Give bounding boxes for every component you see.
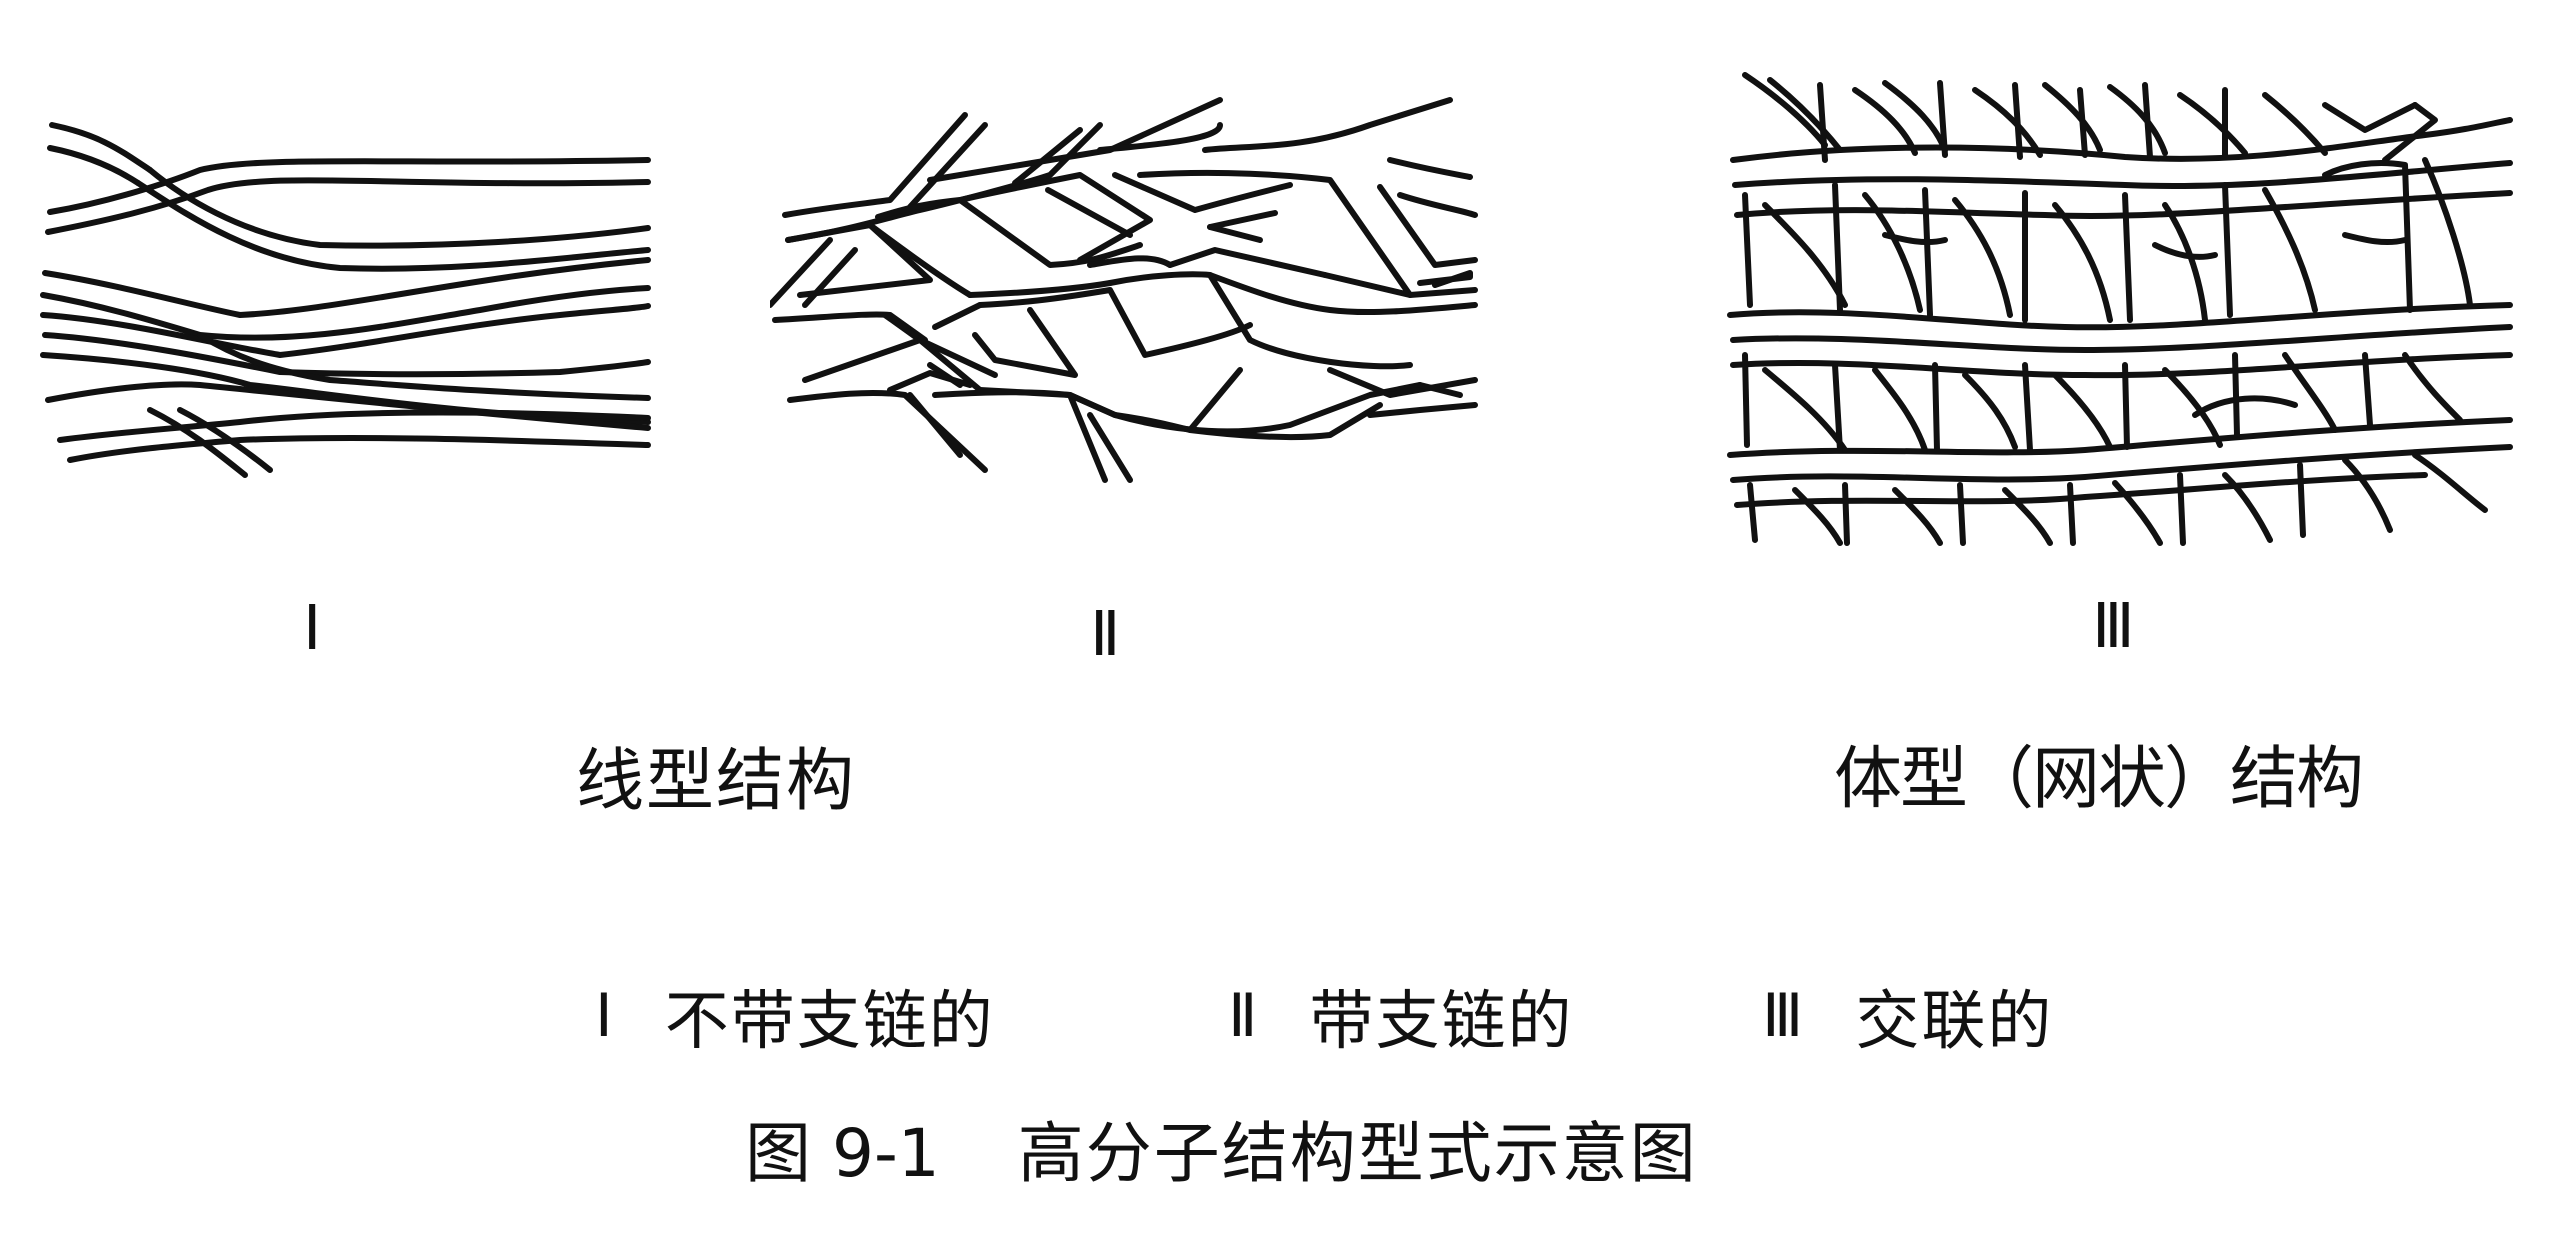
panel-label-iii: Ⅲ xyxy=(2092,593,2135,661)
linear-structure-label: 线型结构 xyxy=(576,742,857,821)
legend-numeral: Ⅰ xyxy=(595,983,613,1049)
panel-crosslinked-network xyxy=(1725,65,2515,550)
figure-number: 图 9-1 xyxy=(745,1115,940,1192)
legend: Ⅰ 不带支链的 Ⅱ 带支链的 Ⅲ 交联的 xyxy=(0,970,2560,1059)
legend-text: 交联的 xyxy=(1855,985,2054,1059)
network-structure-label: 体型（网状）结构 xyxy=(1834,740,2364,819)
legend-text: 不带支链的 xyxy=(664,985,995,1059)
legend-item-branched: Ⅱ 带支链的 xyxy=(1228,970,1574,1062)
linear-chains-drawing xyxy=(40,122,651,478)
legend-item-unbranched: Ⅰ 不带支链的 xyxy=(595,970,995,1062)
panel-branched-chains xyxy=(770,95,1480,490)
legend-numeral: Ⅱ xyxy=(1228,983,1258,1049)
figure-caption: 图 9-1 高分子结构型式示意图 xyxy=(745,1100,1698,1196)
panel-label-ii: Ⅱ xyxy=(1090,601,1121,669)
figure-title: 高分子结构型式示意图 xyxy=(1017,1115,1698,1192)
panel-linear-chains xyxy=(40,110,660,490)
legend-numeral: Ⅲ xyxy=(1762,983,1804,1049)
branched-chains-drawing xyxy=(770,97,1478,483)
panel-label-i: Ⅰ xyxy=(303,595,322,663)
legend-item-crosslinked: Ⅲ 交联的 xyxy=(1762,970,2053,1062)
legend-text: 带支链的 xyxy=(1309,985,1574,1059)
crosslinked-network-drawing xyxy=(1727,72,2513,546)
